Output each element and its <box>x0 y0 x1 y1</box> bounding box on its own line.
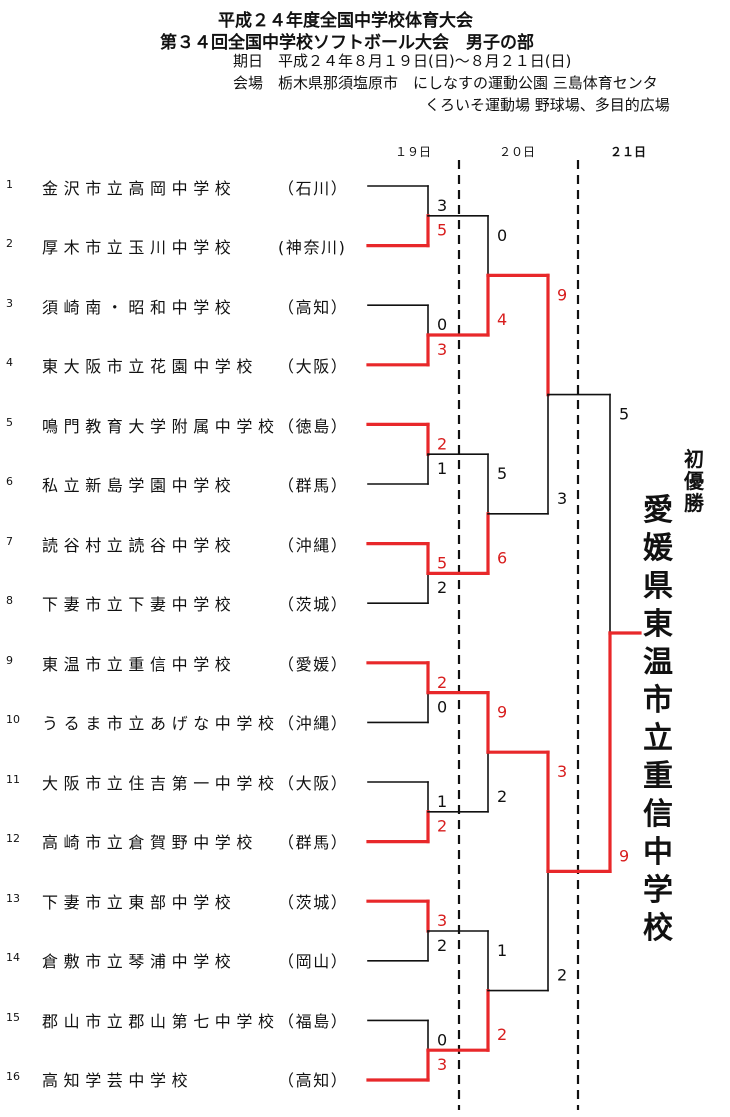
team-prefecture: （福島） <box>278 1012 349 1031</box>
match-score: 0 <box>497 226 507 245</box>
day-label-final: ２１日 <box>610 145 647 159</box>
team-prefecture: （石川） <box>278 179 349 198</box>
match-score: 3 <box>437 340 447 359</box>
champion-label: 初優勝 <box>684 447 704 515</box>
team-prefecture: （茨城） <box>278 893 349 912</box>
match-score: 5 <box>437 221 447 240</box>
team-prefecture: （岡山） <box>278 952 349 971</box>
team-prefecture: （大阪） <box>278 774 349 793</box>
team-name: 高崎市立倉賀野中学校 <box>42 833 259 852</box>
team-name: 倉敷市立琴浦中学校 <box>42 952 237 971</box>
team-prefecture: （愛媛） <box>278 655 349 674</box>
team-name: 下妻市立下妻中学校 <box>42 595 237 614</box>
match-score: 3 <box>437 196 447 215</box>
team-number: 15 <box>6 1011 20 1024</box>
match-score: 6 <box>497 548 507 567</box>
bracket-lines <box>366 185 642 1082</box>
team-name: 郡山市立郡山第七中学校 <box>42 1012 280 1031</box>
tournament-period: 期日 平成２４年８月１９日(日)～８月２１日(日) <box>233 52 572 70</box>
match-score: 5 <box>497 464 507 483</box>
match-score: 2 <box>557 966 567 985</box>
team-prefecture: （高知） <box>278 1071 349 1090</box>
match-score: 2 <box>437 578 447 597</box>
match-score: 5 <box>437 554 447 573</box>
match-score: 1 <box>437 459 447 478</box>
match-score: 1 <box>437 792 447 811</box>
match-score: 2 <box>437 673 447 692</box>
team-prefecture: （群馬） <box>278 833 349 852</box>
bracket-scores: 3 5 0 3 2 1 5 2 2 0 1 2 3 2 0 3 0 4 5 6 9 2 1 2 9 3 3 2 5 9 <box>437 196 629 1074</box>
champion-name: 愛媛県東温市立重信中学校 <box>643 493 673 946</box>
team-name: 鳴門教育大学附属中学校 <box>42 417 280 436</box>
match-score: 9 <box>497 703 507 722</box>
team-prefecture: （茨城） <box>278 595 349 614</box>
match-score: 0 <box>437 315 447 334</box>
team-number: 16 <box>6 1070 20 1083</box>
match-score: 1 <box>497 941 507 960</box>
match-score: 0 <box>437 697 447 716</box>
team-name: 金沢市立高岡中学校 <box>42 179 237 198</box>
team-number: 14 <box>6 951 20 964</box>
match-score: 2 <box>437 817 447 836</box>
match-score: 2 <box>497 787 507 806</box>
team-number: 10 <box>6 713 20 726</box>
team-name: うるま市立あげな中学校 <box>42 714 280 733</box>
tournament-subtitle: 第３４回全国中学校ソフトボール大会 男子の部 <box>160 33 534 53</box>
day-label-round1: １９日 <box>395 145 432 159</box>
match-score: 3 <box>437 911 447 930</box>
team-name: 私立新島学園中学校 <box>42 476 237 495</box>
team-number: 13 <box>6 892 20 905</box>
match-score: 0 <box>437 1030 447 1049</box>
match-score: 9 <box>557 285 567 304</box>
team-number: 3 <box>6 297 13 310</box>
team-number: 7 <box>6 535 13 548</box>
team-prefecture: （沖縄） <box>278 714 349 733</box>
tournament-venue: 会場 栃木県那須塩原市 にしなすの運動公園 三島体育センタ <box>233 74 658 92</box>
team-name: 須崎南・昭和中学校 <box>42 298 237 317</box>
match-score: 3 <box>557 489 567 508</box>
team-number: 4 <box>6 356 13 369</box>
match-score: 2 <box>437 434 447 453</box>
match-score: 2 <box>497 1025 507 1044</box>
match-score: 5 <box>619 405 629 424</box>
team-number: 1 <box>6 178 13 191</box>
team-number: 6 <box>6 475 13 488</box>
team-name: 大阪市立住吉第一中学校 <box>42 774 280 793</box>
team-prefecture: （沖縄） <box>278 536 349 555</box>
tournament-title: 平成２４年度全国中学校体育大会 <box>218 11 473 31</box>
team-name: 東大阪市立花園中学校 <box>42 357 259 376</box>
team-number: 2 <box>6 237 13 250</box>
match-score: 2 <box>437 936 447 955</box>
match-score: 3 <box>557 762 567 781</box>
team-name: 高知学芸中学校 <box>42 1071 194 1090</box>
team-number: 9 <box>6 654 13 667</box>
team-name: 厚木市立玉川中学校 <box>42 238 237 257</box>
match-score: 3 <box>437 1055 447 1074</box>
team-number: 11 <box>6 773 20 786</box>
match-score: 4 <box>497 310 507 329</box>
team-prefecture: (神奈川) <box>278 238 347 257</box>
team-name: 下妻市立東部中学校 <box>42 893 237 912</box>
day-label-round2: ２０日 <box>499 145 536 159</box>
tournament-venue-detail: くろいそ運動場 野球場、多目的広場 <box>425 96 670 114</box>
team-prefecture: （徳島） <box>278 417 349 436</box>
match-score: 9 <box>619 846 629 865</box>
team-prefecture: （群馬） <box>278 476 349 495</box>
team-prefecture: （高知） <box>278 298 349 317</box>
team-number: 8 <box>6 594 13 607</box>
team-name: 東温市立重信中学校 <box>42 655 237 674</box>
team-prefecture: （大阪） <box>278 357 349 376</box>
team-name: 読谷村立読谷中学校 <box>42 536 237 555</box>
team-number: 12 <box>6 832 20 845</box>
team-number: 5 <box>6 416 13 429</box>
